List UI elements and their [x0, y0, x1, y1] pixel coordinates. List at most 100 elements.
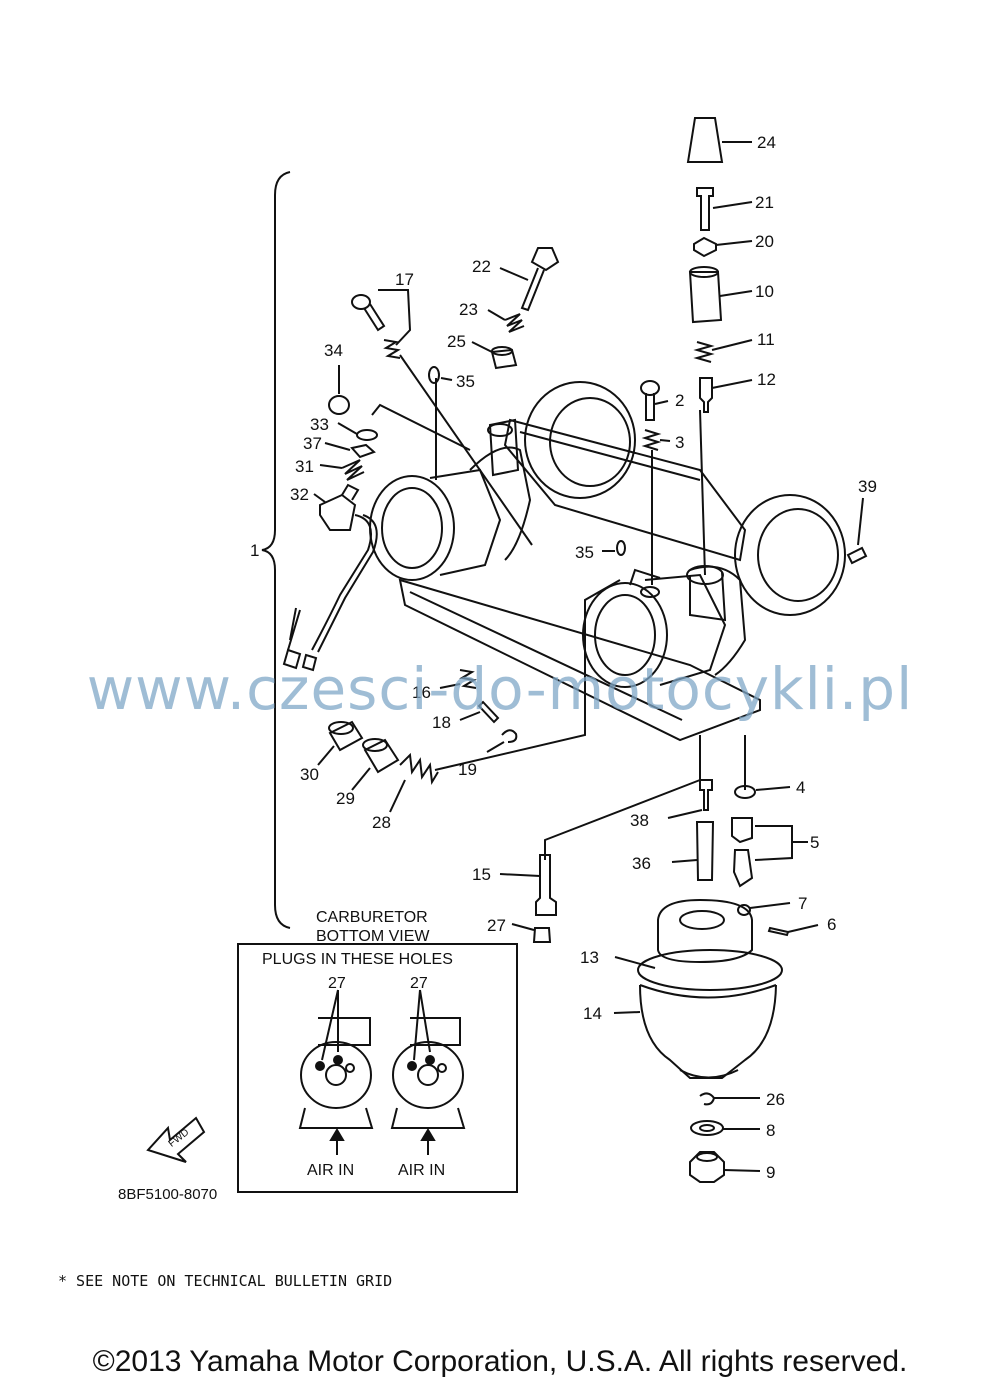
- bottom-view-label-27-left: 27: [328, 975, 346, 992]
- bottom-view-box-title: PLUGS IN THESE HOLES: [262, 951, 453, 968]
- part-25-cap: [490, 348, 518, 370]
- callout-15: 15: [472, 865, 491, 884]
- part-23-spring: [504, 313, 525, 333]
- part-36-tube: [695, 821, 715, 881]
- callout-3: 3: [675, 433, 684, 452]
- callout-10: 10: [755, 282, 774, 301]
- callout-14: 14: [583, 1004, 602, 1023]
- callout-23: 23: [459, 300, 478, 319]
- bottom-view-label-27-right: 27: [410, 975, 428, 992]
- callout-39: 39: [858, 477, 877, 496]
- callout-6: 6: [827, 915, 836, 934]
- part-33-washer: [356, 429, 378, 441]
- callout-38: 38: [630, 811, 649, 830]
- callout-11: 11: [757, 330, 775, 349]
- part-35-oring-lower: [616, 540, 626, 556]
- watermark: www.czesci-do-motocykli.pl: [86, 655, 914, 723]
- part-7-clip: [737, 904, 751, 916]
- right-carb-inlet: [582, 582, 668, 688]
- callout-33: 33: [310, 415, 329, 434]
- part-26-screw: [699, 1092, 716, 1106]
- part-20-nut: [693, 236, 717, 258]
- callout-34: 34: [324, 341, 343, 360]
- part-3-spring: [641, 429, 662, 451]
- callout-25: 25: [447, 332, 466, 351]
- callout-9: 9: [766, 1163, 775, 1182]
- callout-17: 17: [395, 270, 414, 289]
- technical-bulletin-note: * SEE NOTE ON TECHNICAL BULLETIN GRID: [58, 1272, 393, 1290]
- part-18-pin: [477, 700, 500, 724]
- callout-1: 1: [250, 541, 259, 560]
- part-19-clip: [501, 729, 518, 743]
- hose: [311, 514, 372, 651]
- part-5-needle: [732, 849, 754, 888]
- callout-21: 21: [755, 193, 774, 212]
- callout-27: 27: [487, 916, 506, 935]
- part-15-screw: [535, 854, 557, 916]
- part-10-holder: [688, 271, 723, 324]
- callout-26: 26: [766, 1090, 785, 1109]
- part-4-washer: [734, 785, 756, 799]
- bottom-view-title-2: BOTTOM VIEW: [316, 928, 430, 945]
- part-16-spring: [459, 669, 477, 689]
- copyright-notice: ©2013 Yamaha Motor Corporation, U.S.A. A…: [92, 1345, 908, 1378]
- part-24-cap: [686, 117, 724, 163]
- part-32-fitting: [319, 493, 357, 531]
- part-13-oring: [637, 949, 783, 991]
- assembly-bracket: [261, 171, 291, 929]
- callout-16: 16: [412, 683, 431, 702]
- float-body: [657, 898, 753, 964]
- callout-5: 5: [810, 833, 819, 852]
- fwd-arrow-icon: [146, 1116, 206, 1163]
- left-bell: [524, 381, 636, 499]
- right-bell: [734, 494, 846, 616]
- callout-13: 13: [580, 948, 599, 967]
- callout-32: 32: [290, 485, 309, 504]
- part-2-screw: [640, 380, 660, 396]
- callout-19: 19: [458, 760, 477, 779]
- part-34-cap: [328, 395, 350, 415]
- callout-37: 37: [303, 434, 322, 453]
- part-38-jet: [699, 779, 713, 811]
- air-in-left: AIR IN: [307, 1162, 354, 1179]
- callout-24: 24: [757, 133, 776, 152]
- bottom-view-title-1: CARBURETOR: [316, 909, 428, 926]
- callout-8: 8: [766, 1121, 775, 1140]
- callout-2: 2: [675, 391, 684, 410]
- part-30-sleeve: [328, 720, 364, 752]
- callout-35: 35: [456, 372, 475, 391]
- part-39-plug: [846, 546, 868, 565]
- diagram-part-number: 8BF5100-8070: [118, 1186, 218, 1203]
- part-28-spring: [399, 752, 439, 786]
- part-21-screw: [696, 187, 714, 231]
- callout-31: 31: [295, 457, 314, 476]
- part-35-oring: [428, 366, 440, 384]
- air-in-right: AIR IN: [398, 1162, 445, 1179]
- part-8-gasket: [690, 1120, 724, 1136]
- bottom-view-box: [237, 943, 518, 1193]
- part-29-sleeve: [363, 738, 400, 774]
- callout-4: 4: [796, 778, 805, 797]
- part-27-plug: [532, 927, 552, 943]
- part-17-spring: [383, 339, 401, 359]
- callout-28: 28: [372, 813, 391, 832]
- callout-22: 22: [472, 257, 491, 276]
- callout-18: 18: [432, 713, 451, 732]
- part-22-screw: [530, 247, 560, 272]
- part-12-plunger: [699, 377, 713, 413]
- callout-29: 29: [336, 789, 355, 808]
- part-6-pin: [767, 926, 790, 937]
- part-17-screw: [351, 294, 371, 310]
- part-11-spring: [693, 341, 715, 363]
- callout-30: 30: [300, 765, 319, 784]
- callout-12: 12: [757, 370, 776, 389]
- callout-35-lower: 35: [575, 543, 594, 562]
- part-14-bowl: [639, 984, 777, 1079]
- carburetor-rail-top: [503, 418, 747, 562]
- part-9-drain-bolt: [689, 1151, 725, 1183]
- part-5-jet: [731, 817, 753, 844]
- callout-7: 7: [798, 894, 807, 913]
- part-37-nut: [350, 443, 376, 459]
- carburetor-base-plate: [398, 578, 761, 742]
